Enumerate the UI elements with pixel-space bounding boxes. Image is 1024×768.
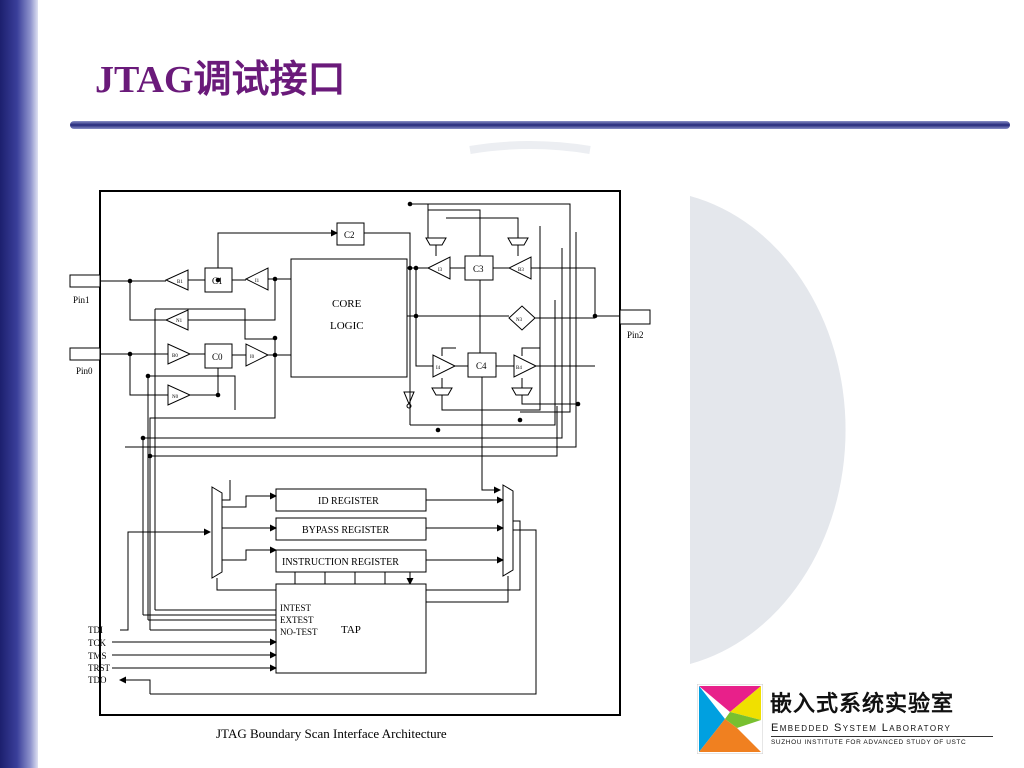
diagram-caption: JTAG Boundary Scan Interface Architectur… — [216, 726, 447, 741]
core-logic-block — [290, 258, 408, 378]
pin2-pad — [619, 309, 651, 325]
lab-institute-subtitle: SUZHOU INSTITUTE FOR ADVANCED STUDY OF U… — [771, 739, 967, 746]
svg-text:N3: N3 — [516, 318, 523, 323]
svg-text:C2: C2 — [344, 230, 355, 240]
cell-c0 — [204, 343, 233, 369]
signal-tdo: TDO — [88, 675, 107, 685]
signal-tdi: TDI — [88, 625, 103, 635]
svg-text:B1: B1 — [177, 280, 183, 285]
slide-title: JTAG调试接口 — [95, 59, 346, 101]
svg-text:B3: B3 — [518, 268, 524, 273]
svg-text:N1: N1 — [176, 319, 183, 324]
pin0-label: Pin0 — [76, 366, 93, 376]
svg-text:INSTRUCTION REGISTER: INSTRUCTION REGISTER — [282, 557, 399, 568]
svg-text:C4: C4 — [476, 361, 487, 371]
svg-text:NO-TEST: NO-TEST — [280, 627, 318, 637]
svg-text:B4: B4 — [516, 366, 522, 371]
slide-side-bar — [0, 0, 38, 768]
tap-controller — [275, 583, 427, 674]
lab-name-english: Embedded System Laboratory — [771, 722, 952, 734]
core-logic-label-line2: LOGIC — [330, 320, 364, 332]
svg-text:C0: C0 — [212, 352, 223, 362]
output-mux — [502, 484, 514, 577]
svg-text:ID REGISTER: ID REGISTER — [318, 496, 379, 507]
svg-text:TAP: TAP — [341, 624, 361, 636]
svg-text:EXTEST: EXTEST — [280, 615, 314, 625]
signal-tms: TMS — [88, 651, 107, 661]
pin0-pad — [69, 347, 101, 361]
input-mux — [211, 486, 223, 579]
svg-text:I4: I4 — [436, 366, 441, 371]
signal-tck: TCK — [88, 638, 107, 648]
svg-text:B0: B0 — [172, 354, 178, 359]
svg-text:I1: I1 — [255, 279, 260, 284]
pin1-pad — [69, 274, 101, 288]
pin2-label: Pin2 — [627, 330, 644, 340]
svg-text:INTEST: INTEST — [280, 603, 311, 613]
cell-c4 — [467, 352, 497, 378]
svg-text:I3: I3 — [438, 268, 443, 273]
svg-text:C3: C3 — [473, 264, 484, 274]
core-logic-label-line1: CORE — [332, 298, 362, 310]
lab-logo-icon — [697, 684, 763, 754]
svg-text:N0: N0 — [172, 395, 179, 400]
lab-name-chinese: 嵌入式系统实验室 — [770, 692, 955, 717]
svg-text:BYPASS REGISTER: BYPASS REGISTER — [302, 525, 389, 536]
svg-text:I0: I0 — [250, 355, 255, 360]
lab-name-divider — [771, 736, 993, 737]
buffer-enable — [403, 391, 415, 406]
pin1-label: Pin1 — [73, 295, 90, 305]
signal-trst: TRST — [88, 663, 111, 673]
instruction-register — [275, 549, 427, 573]
title-divider — [70, 121, 1010, 129]
